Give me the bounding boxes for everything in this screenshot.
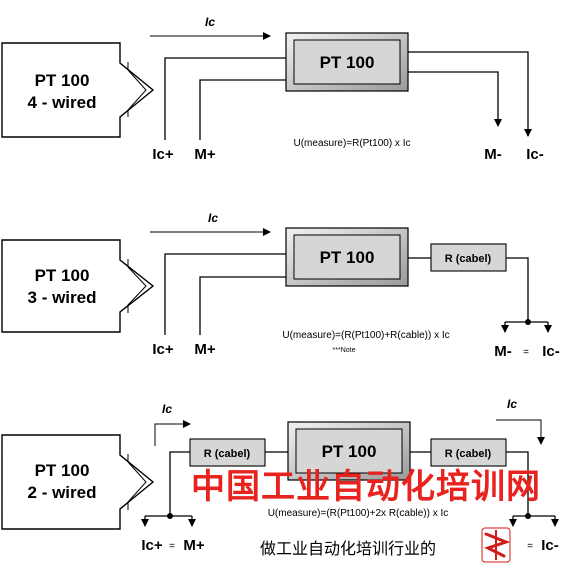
junction-dot: [525, 513, 531, 519]
formula: U(measure)=(R(Pt100)+R(cable)) x Ic: [282, 330, 449, 341]
panel-3-wired: PT 100 3 - wired PT 100 R (cabel) Ic Ic+…: [1, 211, 560, 360]
panel-2-wired: PT 100 2 - wired PT 100 R (cabel) R (cab…: [1, 397, 559, 554]
terminal-ic-minus: Ic-: [526, 146, 544, 163]
terminal-ic-plus: Ic+: [141, 537, 163, 554]
note: ***Note: [333, 347, 356, 354]
pt100-element: PT 100: [285, 227, 409, 287]
terminal-m-minus: M-: [484, 146, 502, 163]
resistor-label: R (cabel): [445, 253, 492, 265]
watermark-sub-text: 做工业自动化培训行业的: [260, 539, 436, 558]
terminal-ic-plus: Ic+: [152, 146, 174, 163]
source-title: PT 100: [35, 461, 90, 480]
terminal-m-minus: M-: [494, 343, 512, 360]
source-title: PT 100: [35, 71, 90, 90]
current-label: Ic: [208, 211, 218, 225]
junction-dot: [525, 319, 531, 325]
source-title: PT 100: [35, 266, 90, 285]
source-wiring: 2 - wired: [28, 483, 97, 502]
equals-sign: =: [523, 347, 529, 358]
resistor-label: R (cabel): [445, 448, 492, 460]
terminal-m-plus: M+: [194, 146, 215, 163]
equals-sign: =: [527, 541, 533, 552]
source-block: PT 100 3 - wired: [1, 239, 155, 333]
terminal-m-plus: M+: [183, 537, 204, 554]
cable-resistor: R (cabel): [430, 243, 507, 272]
seal-icon: [481, 527, 511, 563]
pt100-label: PT 100: [320, 248, 375, 267]
terminal-ic-minus: Ic-: [541, 537, 559, 554]
source-wiring: 3 - wired: [28, 288, 97, 307]
cable-resistor-left: R (cabel): [189, 438, 266, 467]
terminal-ic-plus: Ic+: [152, 341, 174, 358]
watermark: 中国工业自动化培训网 做工业自动化培训行业的: [191, 467, 541, 563]
terminal-ic-minus: Ic-: [542, 343, 560, 360]
current-label: Ic: [205, 15, 215, 29]
panel-4-wired: PT 100 4 - wired PT 100 Ic Ic+ M+ M- Ic-…: [1, 15, 544, 163]
formula: U(measure)=(R(Pt100)+2x R(cable)) x Ic: [268, 508, 449, 519]
cable-resistor-right: R (cabel): [430, 438, 507, 467]
equals-sign: =: [169, 541, 175, 552]
junction-dot: [167, 513, 173, 519]
pt100-element: PT 100: [287, 421, 411, 481]
pt100-element: PT 100: [285, 32, 409, 92]
source-block: PT 100 2 - wired: [1, 434, 155, 530]
wires: [150, 32, 532, 140]
wires: [141, 419, 559, 527]
watermark-main-text: 中国工业自动化培训网: [191, 467, 541, 507]
pt100-label: PT 100: [320, 53, 375, 72]
current-label-left: Ic: [162, 402, 172, 416]
current-label-right: Ic: [507, 397, 517, 411]
formula: U(measure)=R(Pt100) x Ic: [294, 138, 411, 149]
source-wiring: 4 - wired: [28, 93, 97, 112]
source-block: PT 100 4 - wired: [1, 42, 155, 138]
resistor-label: R (cabel): [204, 448, 251, 460]
pt100-label: PT 100: [322, 442, 377, 461]
wires: [150, 228, 552, 335]
terminal-m-plus: M+: [194, 341, 215, 358]
